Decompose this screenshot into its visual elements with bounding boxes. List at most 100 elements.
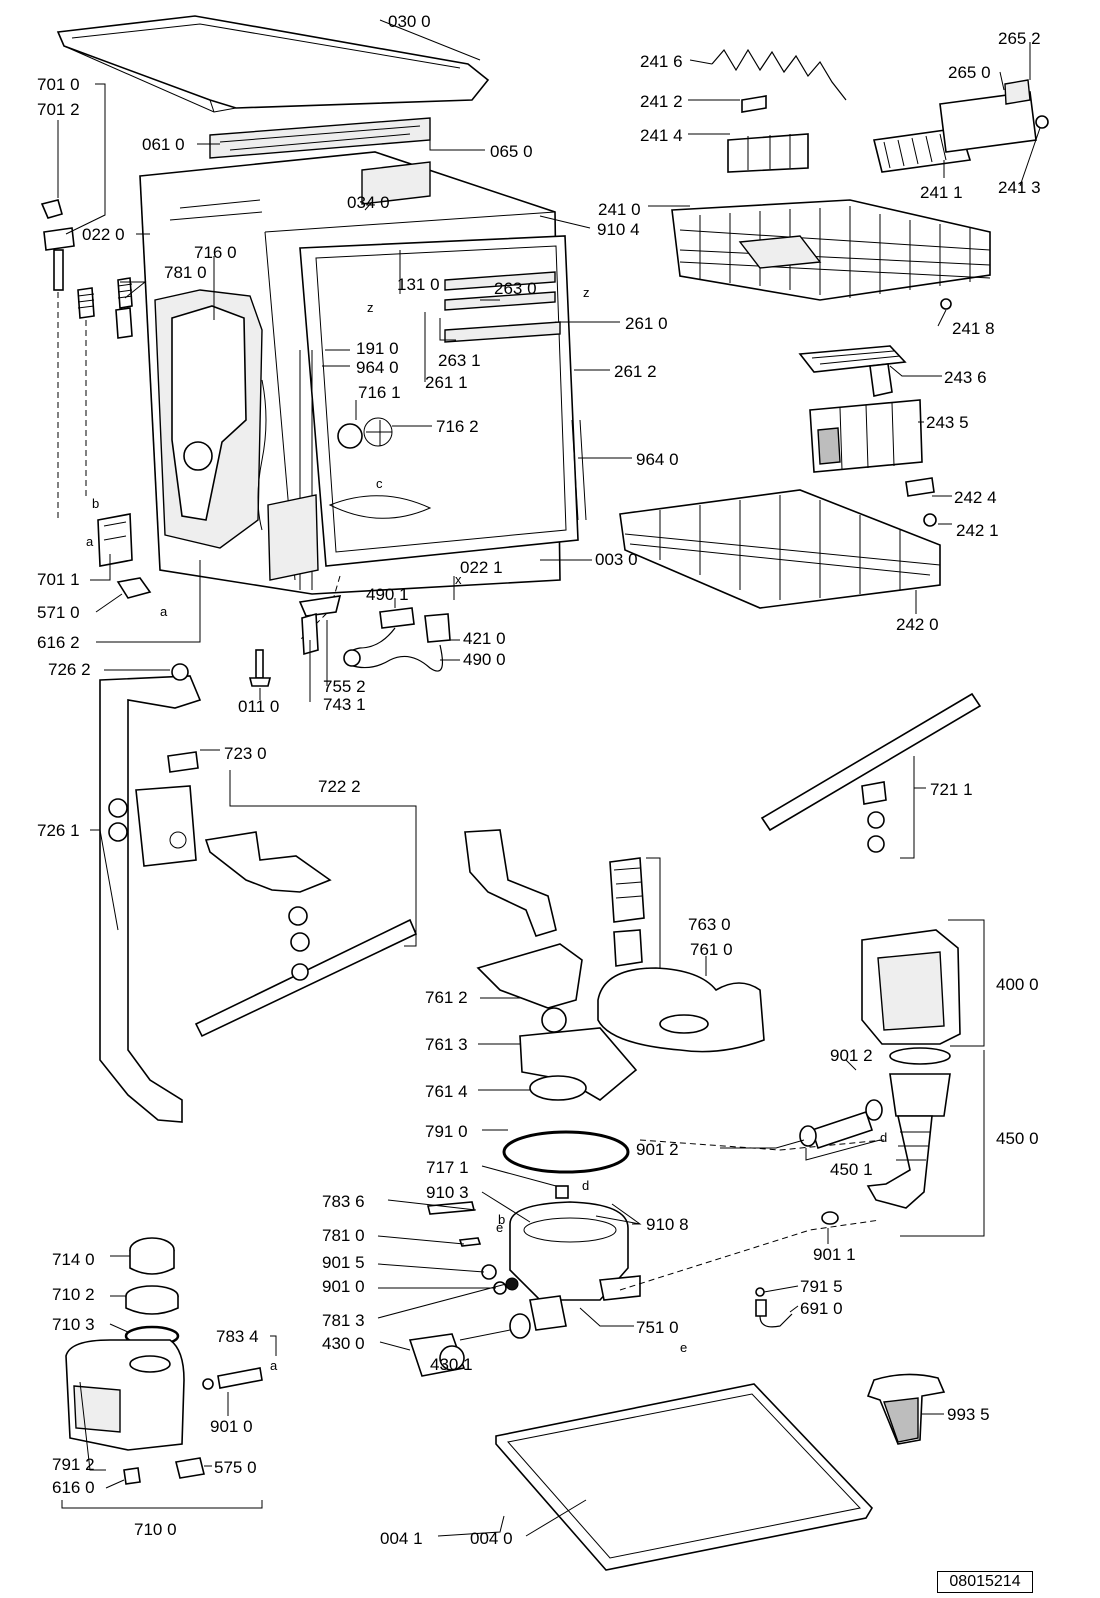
lower-basket-drawing — [619, 477, 941, 609]
reference-letter: e — [496, 1220, 503, 1235]
electrical-parts-drawing — [298, 595, 451, 672]
cabinet-frame-drawing — [139, 151, 587, 641]
callout-label: 763 0 — [688, 915, 731, 934]
callout-label: 701 1 — [37, 570, 80, 589]
callout-label: 901 0 — [322, 1277, 365, 1296]
callout-label: 004 0 — [470, 1529, 513, 1548]
callout-label: 781 3 — [322, 1311, 365, 1330]
callout-label: 993 5 — [947, 1405, 990, 1424]
callout-label: 755 2 — [323, 677, 366, 696]
callout-label: 901 5 — [322, 1253, 365, 1272]
reference-letter: a — [270, 1358, 278, 1373]
callout-label: 263 0 — [494, 279, 537, 298]
callout-label: 243 5 — [926, 413, 969, 432]
callout-label: 430 1 — [430, 1355, 473, 1374]
callout-label: 450 0 — [996, 1129, 1039, 1148]
callout-label: 004 1 — [380, 1529, 423, 1548]
callout-label: 265 0 — [948, 63, 991, 82]
callout-label: 490 1 — [366, 585, 409, 604]
callout-label: 723 0 — [224, 744, 267, 763]
callout-label: 065 0 — [490, 142, 533, 161]
callout-label: 716 2 — [436, 417, 479, 436]
callout-label: 490 0 — [463, 650, 506, 669]
callout-label: 241 4 — [640, 126, 683, 145]
callout-label: 241 1 — [920, 183, 963, 202]
callout-label: 761 2 — [425, 988, 468, 1007]
callout-label: 791 2 — [52, 1455, 95, 1474]
supply-pipe-drawing — [99, 663, 202, 1123]
callout-label: 721 1 — [930, 780, 973, 799]
callout-label: 241 0 — [598, 200, 641, 219]
callout-label: 450 1 — [830, 1160, 873, 1179]
callout-label: 242 4 — [954, 488, 997, 507]
callout-label: 571 0 — [37, 603, 80, 622]
callout-label: 241 6 — [640, 52, 683, 71]
callout-label: 761 3 — [425, 1035, 468, 1054]
reference-letter: e — [680, 1340, 687, 1355]
callout-label: 003 0 — [595, 550, 638, 569]
callout-label: 722 2 — [318, 777, 361, 796]
reference-letter: d — [880, 1130, 887, 1145]
callout-label: 243 6 — [944, 368, 987, 387]
callout-label: 030 0 — [388, 12, 431, 31]
callout-label: 265 2 — [998, 29, 1041, 48]
callout-label: 901 2 — [830, 1046, 873, 1065]
cutlery-basket-drawing — [798, 345, 923, 473]
callout-label: 710 2 — [52, 1285, 95, 1304]
callout-label: 910 3 — [426, 1183, 469, 1202]
reference-letter: a — [160, 604, 168, 619]
callout-label: 242 0 — [896, 615, 939, 634]
upper-basket-drawing — [671, 199, 991, 301]
callout-label: 726 2 — [48, 660, 91, 679]
reference-letter: b — [92, 496, 99, 511]
callout-label: 783 4 — [216, 1327, 259, 1346]
callout-label: 022 0 — [82, 225, 125, 244]
upper-basket-clips-drawing — [711, 48, 1049, 310]
reference-letter: c — [376, 476, 383, 491]
callout-label: 241 8 — [952, 319, 995, 338]
leader-lines — [57, 19, 1041, 1537]
callout-label: 261 2 — [614, 362, 657, 381]
callout-label: 901 0 — [210, 1417, 253, 1436]
reference-letter: x — [455, 572, 462, 587]
callout-label: 034 0 — [347, 193, 390, 212]
pump-and-drain-drawing — [755, 929, 961, 1328]
reference-letter: b — [498, 1212, 505, 1227]
callout-label: 691 0 — [800, 1299, 843, 1318]
callout-label: 421 0 — [463, 629, 506, 648]
callout-label: 022 1 — [460, 558, 503, 577]
inlet-valve-drawing — [40, 199, 152, 599]
callout-label: 751 0 — [636, 1318, 679, 1337]
callout-label: 710 0 — [134, 1520, 177, 1539]
callout-label: 761 4 — [425, 1082, 468, 1101]
insulation-block-drawing — [209, 117, 431, 159]
callout-label: 710 3 — [52, 1315, 95, 1334]
callout-label: 701 2 — [37, 100, 80, 119]
callout-label: 743 1 — [323, 695, 366, 714]
callout-label: 400 0 — [996, 975, 1039, 994]
worktop-drawing — [56, 15, 490, 113]
upper-arm-parts-drawing — [135, 751, 418, 1038]
callout-label: 011 0 — [238, 697, 279, 716]
callout-label: 791 5 — [800, 1277, 843, 1296]
callout-label: 964 0 — [356, 358, 399, 377]
callout-label: 716 0 — [194, 243, 237, 262]
callout-label: 261 0 — [625, 314, 668, 333]
callout-label: 716 1 — [358, 383, 401, 402]
base-pan-and-funnel-drawing — [495, 1373, 946, 1571]
callout-label: 761 0 — [690, 940, 733, 959]
callout-label: 701 0 — [37, 75, 80, 94]
callout-label: 714 0 — [52, 1250, 95, 1269]
callout-label: 781 0 — [322, 1226, 365, 1245]
callout-label: 616 0 — [52, 1478, 95, 1497]
callout-label: 781 0 — [164, 263, 207, 282]
callout-label: 726 1 — [37, 821, 80, 840]
callout-label: 263 1 — [438, 351, 481, 370]
sump-assembly-drawing — [408, 829, 885, 1377]
reference-letter: z — [583, 285, 590, 300]
drawing-code: 08015214 — [937, 1571, 1033, 1593]
